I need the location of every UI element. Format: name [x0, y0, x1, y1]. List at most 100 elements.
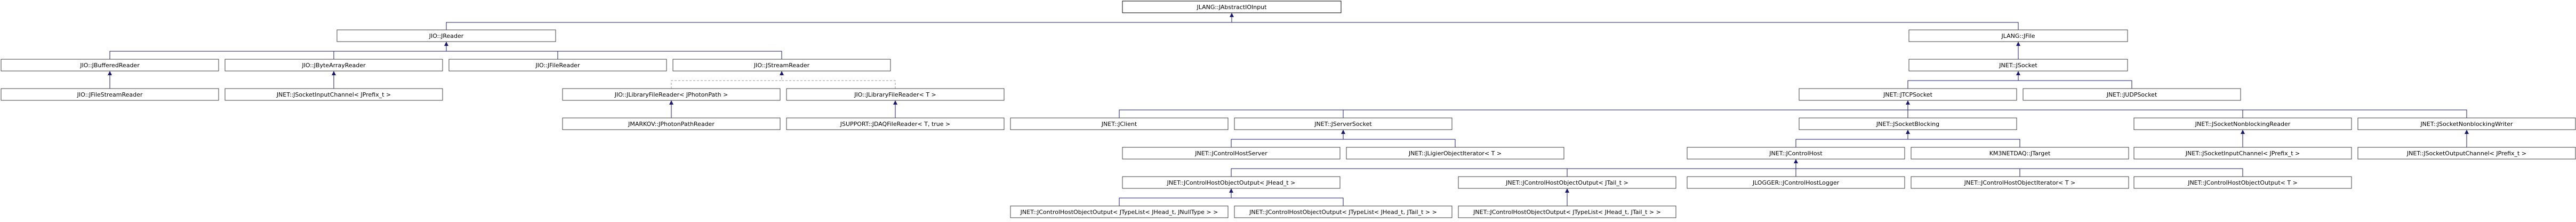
- class-node[interactable]: JNET::JSocketNonblockingWriter: [2357, 117, 2576, 130]
- class-box: [786, 117, 1005, 130]
- class-node[interactable]: JSUPPORT::JDAQFileReader< T, true >: [786, 117, 1005, 130]
- class-node[interactable]: JNET::JControlHostObjectIterator< T >: [1911, 176, 2129, 189]
- class-node[interactable]: JNET::JSocket: [1908, 59, 2128, 72]
- class-node[interactable]: KM3NETDAQ::JTarget: [1911, 147, 2129, 160]
- class-label: JNET::JSocketBlocking: [1876, 121, 1939, 128]
- class-box: [1799, 117, 2017, 130]
- class-node[interactable]: JNET::JControlHostObjectOutput< JTail_t …: [1458, 176, 1676, 189]
- arrowhead-n_reader: [444, 42, 448, 46]
- edge-n_client-to-n_tcp: [1119, 104, 1908, 118]
- class-box: [224, 59, 443, 72]
- class-node[interactable]: JNET::JControlHostObjectOutput< T >: [2133, 176, 2352, 189]
- inheritance-edges: [108, 13, 2469, 206]
- class-label: KM3NETDAQ::JTarget: [1989, 150, 2051, 157]
- class-node[interactable]: JNET::JControlHostObjectOutput< JTypeLis…: [1234, 205, 1452, 218]
- class-box: [672, 59, 891, 72]
- arrowhead-n_file: [2016, 42, 2020, 46]
- class-box: [1234, 117, 1452, 130]
- edge-n_libt-to-n_stream: [781, 75, 896, 89]
- class-node[interactable]: JNET::JControlHostObjectOutput< JTypeLis…: [1458, 205, 1676, 218]
- edge-n_chost-to-n_block: [1795, 133, 1908, 147]
- arrowhead-n_libt: [893, 100, 897, 105]
- class-box: [1799, 88, 2017, 101]
- class-node[interactable]: JNET::JControlHostServer: [1122, 147, 1341, 160]
- class-node[interactable]: JIO::JByteArrayReader: [224, 59, 443, 72]
- class-box: [1122, 176, 1341, 189]
- class-node[interactable]: JNET::JControlHostObjectOutput< JTypeLis…: [1010, 205, 1229, 218]
- class-node[interactable]: JNET::JSocketInputChannel< JPrefix_t >: [224, 88, 443, 101]
- class-box: [562, 88, 781, 101]
- class-label: JMARKOV::JPhotonPathReader: [628, 121, 715, 128]
- class-label: JIO::JStreamReader: [753, 62, 810, 69]
- class-label: JNET::JSocketInputChannel< JPrefix_t >: [276, 91, 391, 98]
- class-box: [2133, 147, 2352, 160]
- class-label: JIO::JLibraryFileReader< JPhotonPath >: [614, 91, 728, 98]
- class-node[interactable]: JLANG::JFile: [1908, 29, 2128, 42]
- arrowhead-n_nbw: [2465, 130, 2469, 134]
- class-node[interactable]: JIO::JLibraryFileReader< JPhotonPath >: [562, 88, 781, 101]
- class-label: JNET::JControlHostObjectOutput< T >: [2187, 179, 2298, 186]
- class-box: [786, 88, 1005, 101]
- class-node[interactable]: JNET::JControlHostObjectOutput< JHead_t …: [1122, 176, 1341, 189]
- arrowhead-n_tcp: [1906, 100, 1910, 105]
- class-label: JNET::JSocketNonblockingReader: [2195, 121, 2291, 128]
- class-node[interactable]: JNET::JClient: [1010, 117, 1229, 130]
- class-label: JLANG::JAbstractIOInput: [1197, 4, 1267, 11]
- edge-n_chotail-to-n_chost: [1567, 163, 1796, 177]
- class-box: [2357, 147, 2576, 160]
- edge-n_tl2-to-n_chohead: [1231, 192, 1344, 206]
- class-box: [336, 29, 556, 42]
- class-label: JNET::JServerSocket: [1314, 121, 1372, 128]
- class-node[interactable]: JIO::JBufferedReader: [1, 59, 219, 72]
- arrowhead-n_chohead: [1229, 188, 1233, 193]
- edge-n_filer-to-n_reader: [446, 45, 558, 59]
- class-label: JIO::JBufferedReader: [79, 62, 140, 69]
- class-node[interactable]: JIO::JFileStreamReader: [1, 88, 219, 101]
- class-box: [562, 117, 781, 130]
- arrowhead-n_stream: [780, 71, 784, 75]
- class-label: JIO::JFileReader: [535, 62, 580, 69]
- class-node: JLANG::JAbstractIOInput: [1122, 1, 1342, 13]
- class-label: JLOGGER::JControlHostLogger: [1752, 179, 1840, 186]
- class-node[interactable]: JNET::JSocketNonblockingReader: [2133, 117, 2352, 130]
- class-node[interactable]: JLOGGER::JControlHostLogger: [1687, 176, 1905, 189]
- class-node[interactable]: JNET::JLigierObjectIterator< T >: [1346, 147, 1564, 160]
- class-node[interactable]: JMARKOV::JPhotonPathReader: [562, 117, 781, 130]
- class-node[interactable]: JNET::JTCPSocket: [1799, 88, 2017, 101]
- class-box: [2023, 88, 2241, 101]
- class-label: JNET::JControlHost: [1769, 150, 1823, 157]
- arrowhead-n_server: [1341, 130, 1345, 134]
- class-node[interactable]: JIO::JReader: [336, 29, 556, 42]
- class-node[interactable]: JNET::JSocketOutputChannel< JPrefix_t >: [2357, 147, 2576, 160]
- edge-n_chohead-to-n_chost: [1231, 163, 1796, 177]
- edge-n_cserver-to-n_server: [1231, 133, 1344, 147]
- edge-n_reader-to-n_root: [446, 17, 1232, 30]
- edge-n_nbw-to-n_tcp: [1907, 104, 2467, 118]
- class-label: JNET::JControlHostServer: [1194, 150, 1267, 157]
- arrowhead-n_bufr: [108, 71, 112, 75]
- class-label: JNET::JControlHostObjectIterator< T >: [1964, 179, 2076, 186]
- edge-n_stream-to-n_reader: [446, 45, 782, 59]
- edge-n_km3-to-n_block: [1907, 133, 2020, 147]
- class-label: JIO::JByteArrayReader: [301, 62, 366, 69]
- class-box: [1010, 117, 1229, 130]
- class-box: [1122, 1, 1342, 13]
- class-box: [1, 88, 219, 101]
- class-node[interactable]: JNET::JUDPSocket: [2023, 88, 2241, 101]
- class-label: JNET::JUDPSocket: [2106, 91, 2157, 98]
- class-node[interactable]: JNET::JControlHost: [1687, 147, 1905, 160]
- class-node[interactable]: JNET::JServerSocket: [1234, 117, 1452, 130]
- class-box: [1, 59, 219, 72]
- edge-n_choout-to-n_chost: [1795, 163, 2243, 177]
- edge-n_tl1-to-n_chohead: [1119, 192, 1232, 206]
- arrowhead-n_socket: [2016, 71, 2020, 75]
- class-node[interactable]: JIO::JFileReader: [448, 59, 667, 72]
- class-node[interactable]: JIO::JLibraryFileReader< T >: [786, 88, 1005, 101]
- class-node[interactable]: JNET::JSocketBlocking: [1799, 117, 2017, 130]
- class-node[interactable]: JNET::JSocketInputChannel< JPrefix_t >: [2133, 147, 2352, 160]
- class-box: [2133, 176, 2352, 189]
- class-label: JIO::JReader: [429, 33, 464, 39]
- class-box: [1010, 205, 1229, 218]
- class-node[interactable]: JIO::JStreamReader: [672, 59, 891, 72]
